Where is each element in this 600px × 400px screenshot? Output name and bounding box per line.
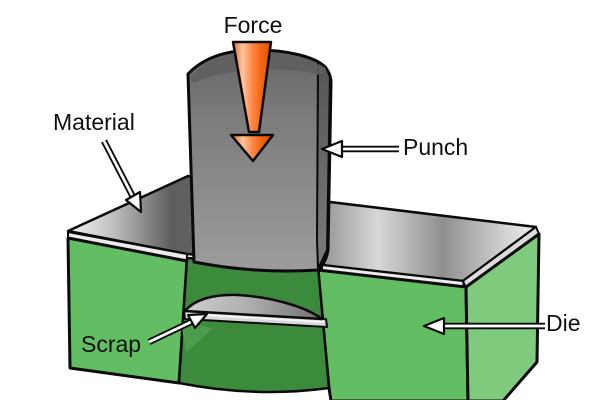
force-arrow <box>229 40 275 163</box>
material-label-arrow <box>101 139 143 214</box>
material-label: Material <box>53 109 135 135</box>
die-cavity-highlight <box>181 322 213 353</box>
die-label-arrow <box>422 316 545 336</box>
die-label: Die <box>546 310 581 336</box>
scrap-disc <box>183 293 324 321</box>
die-side-face <box>464 232 541 400</box>
force-arrow-shaft <box>231 40 273 134</box>
punch-label: Punch <box>403 134 469 160</box>
scrap-label-arrow <box>147 312 209 345</box>
die-cavity-interior <box>177 256 331 394</box>
punch-label-arrow <box>320 139 399 159</box>
die-front-right-face <box>316 268 470 400</box>
die-front-left-face <box>66 236 189 385</box>
force-arrowhead <box>229 133 275 163</box>
punch-side-strip <box>316 61 331 270</box>
scrap-edge-highlight <box>185 313 325 323</box>
scrap-label: Scrap <box>81 331 142 357</box>
force-label: Force <box>223 12 283 38</box>
